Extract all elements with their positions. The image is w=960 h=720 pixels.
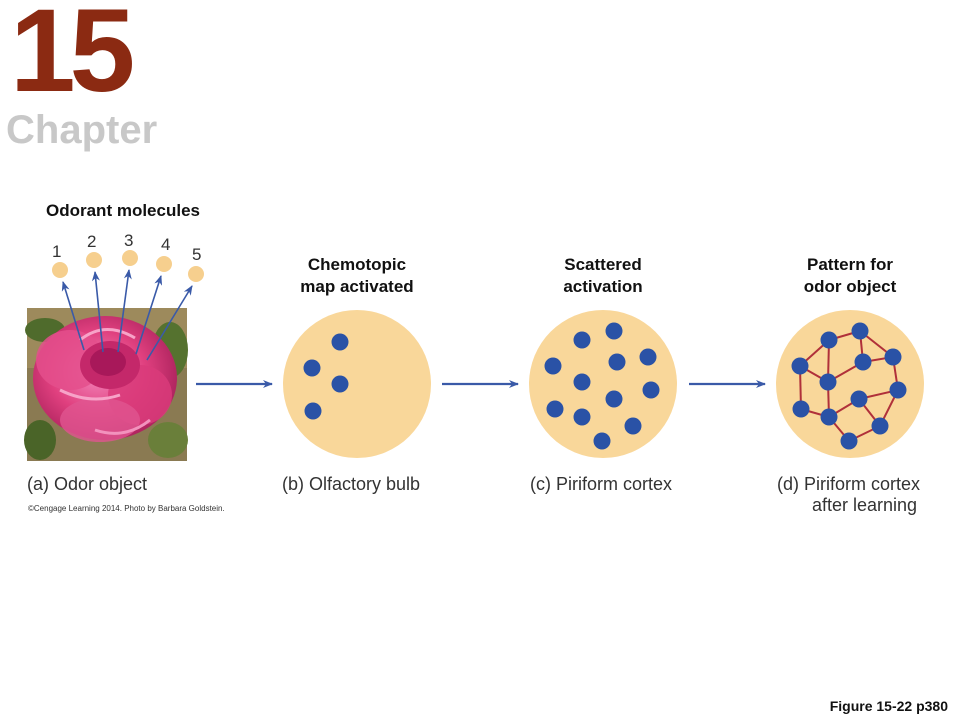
panel-d-caption-line: (d) Piriform cortex [777, 474, 921, 494]
activation-dot [605, 322, 623, 340]
activation-dot [871, 417, 889, 435]
activation-dot [304, 402, 322, 420]
activation-dot [573, 408, 591, 426]
activation-dot [889, 381, 907, 399]
panel-d-heading-line: Pattern for [807, 255, 893, 274]
panel-d-heading: Pattern for odor object [765, 254, 935, 298]
activation-dot [546, 400, 564, 418]
activation-dot [303, 359, 321, 377]
activation-dot [331, 375, 349, 393]
activation-dot [884, 348, 902, 366]
molecule-1 [52, 262, 68, 278]
activation-dot [573, 331, 591, 349]
odorant-molecules [52, 250, 204, 282]
activation-dot [642, 381, 660, 399]
activation-dot [850, 390, 868, 408]
molecule-2 [86, 252, 102, 268]
activation-dot [791, 357, 809, 375]
activation-dot [605, 390, 623, 408]
olfactory-bulb-circle [283, 310, 431, 458]
activation-dot [331, 333, 349, 351]
arrow-molecule-3 [117, 269, 132, 353]
molecule-5 [188, 266, 204, 282]
panel-b-heading: Chemotopic map activated [272, 254, 442, 298]
panel-b-heading-line: Chemotopic [307, 255, 407, 274]
chapter-label: Chapter [6, 108, 158, 152]
panel-b-caption: (b) Olfactory bulb [282, 474, 421, 494]
molecule-label-1: 1 [52, 242, 62, 261]
molecule-label-2: 2 [87, 232, 97, 251]
panel-d-caption-line: after learning [812, 495, 918, 515]
activation-dot [854, 353, 872, 371]
odorant-molecules-title: Odorant molecules [46, 201, 200, 220]
figure-reference: Figure 15-22 p380 [829, 698, 948, 714]
arrow-molecule-4 [135, 275, 163, 355]
panel-d-caption: (d) Piriform cortex after learning [777, 474, 920, 516]
activation-dot [573, 373, 591, 391]
panel-a-caption: (a) Odor object [27, 474, 148, 494]
activation-dot [851, 322, 869, 340]
molecule-4 [156, 256, 172, 272]
activation-dot [840, 432, 858, 450]
activation-dot [792, 400, 810, 418]
activation-dot [639, 348, 657, 366]
activation-dot [819, 373, 837, 391]
molecule-label-3: 3 [124, 231, 134, 250]
activation-dot [820, 331, 838, 349]
arrow-molecule-2 [91, 271, 104, 353]
panel-c-heading: Scattered activation [518, 254, 688, 298]
arrow-molecule-1 [61, 281, 85, 351]
panel-c-caption: (c) Piriform cortex [530, 474, 673, 494]
rose-photo [24, 308, 188, 461]
activation-dot [544, 357, 562, 375]
chapter-number: 15 [10, 0, 135, 117]
learned-pattern-circle [776, 310, 924, 458]
panel-c-heading-line: activation [563, 277, 643, 296]
panel-b-heading-line: map activated [300, 277, 414, 296]
panel-c-heading-line: Scattered [564, 255, 642, 274]
molecule-label-5: 5 [192, 245, 202, 264]
activation-dot [608, 353, 626, 371]
panel-d-heading-line: odor object [803, 277, 897, 296]
activation-dot [593, 432, 611, 450]
activation-dot [820, 408, 838, 426]
arrow-molecule-5 [146, 285, 193, 361]
molecule-arrows [61, 269, 193, 361]
molecule-3 [122, 250, 138, 266]
photo-credit: ©Cengage Learning 2014. Photo by Barbara… [28, 504, 225, 513]
piriform-cortex-circle [529, 310, 677, 458]
molecule-label-4: 4 [161, 235, 171, 254]
activation-dot [624, 417, 642, 435]
